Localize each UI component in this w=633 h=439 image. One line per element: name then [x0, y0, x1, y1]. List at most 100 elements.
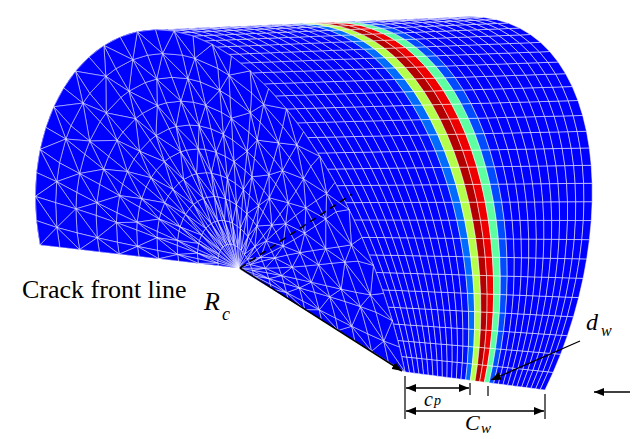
mesh-element: [579, 240, 589, 259]
mesh-element: [514, 258, 521, 277]
mesh-element: [584, 183, 593, 201]
mesh-element: [568, 101, 582, 116]
mesh-element: [225, 199, 232, 223]
mesh-element: [225, 199, 232, 223]
mesh-element: [485, 257, 493, 276]
mesh-element: [229, 56, 250, 75]
mesh-element: [567, 183, 576, 201]
mesh-element: [97, 238, 119, 254]
mesh-element: [474, 293, 481, 311]
mesh-element: [556, 74, 573, 87]
mesh-element: [540, 372, 553, 390]
mesh-element: [451, 328, 457, 346]
mesh-element: [500, 257, 507, 276]
mesh-element: [480, 275, 487, 294]
mesh-element: [528, 220, 536, 239]
mesh-element: [558, 183, 567, 201]
mesh-element: [562, 87, 578, 101]
mesh-element: [370, 293, 392, 320]
mesh-element: [568, 202, 576, 221]
mesh-element: [493, 294, 500, 313]
mesh-element: [487, 276, 494, 295]
mesh-element: [198, 259, 218, 264]
mesh-element: [543, 239, 551, 258]
mesh-element: [514, 239, 522, 258]
mesh-element: [305, 265, 318, 283]
mesh-element: [459, 17, 483, 18]
mesh-element: [339, 245, 352, 262]
mesh-element: [567, 220, 576, 239]
mesh-element: [137, 246, 158, 258]
mesh-element: [521, 239, 529, 258]
mesh-element: [178, 255, 199, 264]
finite-element-mesh: [35, 17, 592, 390]
mesh-element: [137, 246, 158, 258]
mesh-element: [278, 143, 296, 158]
mesh-element: [468, 311, 474, 329]
mesh-element: [535, 202, 544, 221]
mesh-element: [437, 360, 442, 377]
mesh-element: [336, 210, 351, 245]
mesh-element: [574, 165, 584, 183]
mesh-element: [97, 238, 119, 254]
mesh-element: [552, 220, 560, 239]
mesh-element: [80, 238, 100, 252]
mesh-element: [456, 311, 463, 329]
mesh-element: [218, 263, 238, 268]
mesh-element: [106, 76, 121, 113]
mesh-element: [159, 255, 179, 262]
mesh-element: [498, 23, 520, 28]
mesh-element: [539, 52, 558, 63]
mesh-element: [257, 225, 272, 236]
mesh-element: [197, 253, 217, 263]
mesh-element: [252, 268, 267, 273]
mesh-element: [463, 329, 469, 347]
mesh-element: [157, 219, 177, 241]
mesh-element: [384, 341, 405, 372]
mesh-element: [507, 257, 514, 276]
mesh-element: [279, 267, 292, 276]
mesh-element: [178, 255, 199, 264]
mesh-element: [157, 79, 167, 106]
mesh-element: [521, 258, 529, 277]
mesh-element: [257, 140, 278, 159]
mesh-element: [493, 276, 500, 295]
mesh-element: [582, 165, 592, 183]
mesh-element: [551, 202, 560, 221]
mesh-element: [543, 202, 552, 221]
mesh-element: [536, 239, 544, 258]
mesh-element: [57, 228, 80, 250]
mesh-element: [219, 252, 238, 268]
mesh-element: [487, 294, 494, 313]
mesh-element: [193, 36, 212, 58]
mesh-element: [567, 297, 578, 316]
mesh-element: [575, 183, 584, 201]
mesh-element: [548, 354, 561, 373]
mesh-element: [447, 361, 452, 378]
mesh-element: [218, 261, 238, 268]
mesh-element: [576, 259, 586, 278]
mesh-element: [467, 293, 474, 311]
mesh-element: [117, 196, 137, 223]
mesh-element: [218, 256, 238, 268]
mesh-element: [512, 220, 521, 239]
mesh-element: [447, 345, 453, 362]
mesh-element: [332, 262, 345, 289]
mesh-element: [313, 249, 326, 265]
mesh-element: [252, 175, 269, 191]
mesh-element: [442, 361, 447, 378]
mesh-element: [119, 246, 139, 256]
mesh-element: [573, 115, 586, 131]
mesh-element: [509, 28, 530, 35]
mesh-element: [507, 276, 514, 295]
mesh-element: [577, 131, 589, 148]
mesh-element: [506, 239, 514, 258]
mesh-element: [198, 263, 218, 265]
mesh-element: [432, 360, 438, 377]
mesh-element: [475, 312, 481, 330]
mesh-element: [197, 253, 217, 263]
mesh-element: [57, 228, 80, 250]
mesh-element: [520, 35, 541, 43]
mesh-element: [218, 254, 238, 268]
